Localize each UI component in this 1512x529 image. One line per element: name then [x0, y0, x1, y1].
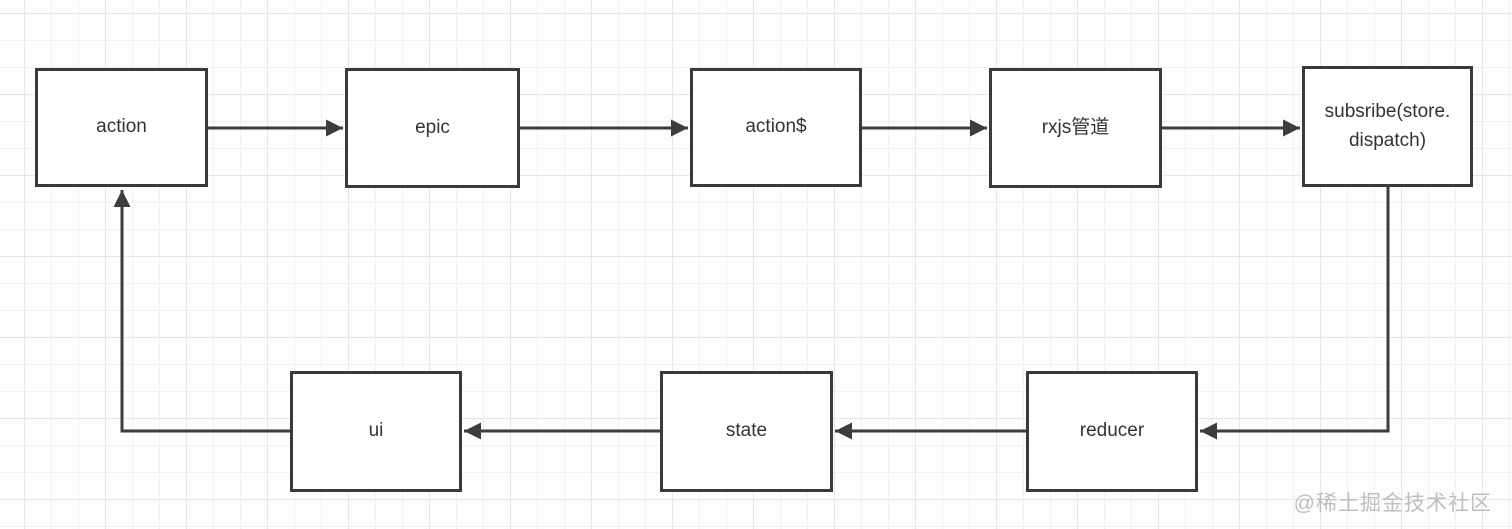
node-action: action [35, 68, 208, 187]
node-state: state [660, 371, 833, 492]
node-ui-label: ui [368, 420, 384, 442]
node-reducer-label: reducer [1079, 420, 1145, 442]
edge-ui-to-action [113, 190, 290, 433]
node-action-stream-label: action$ [745, 116, 807, 138]
node-subscribe-label: subsribe(store.dispatch) [1324, 101, 1451, 151]
watermark-text: @稀土掘金技术社区 [1293, 492, 1492, 515]
node-reducer: reducer [1026, 371, 1198, 492]
node-epic: epic [345, 68, 520, 188]
node-state-label: state [725, 420, 768, 442]
node-subscribe: subsribe(store.dispatch) [1302, 66, 1473, 187]
edge-subscribe-to-reducer [1200, 187, 1390, 440]
node-rxjs-pipe: rxjs管道 [989, 68, 1162, 188]
node-ui: ui [290, 371, 462, 492]
node-epic-label: epic [415, 116, 450, 138]
node-rxjs-pipe-label: rxjs管道 [1041, 116, 1110, 138]
node-action-stream: action$ [690, 68, 862, 187]
node-action-label: action [96, 116, 147, 138]
